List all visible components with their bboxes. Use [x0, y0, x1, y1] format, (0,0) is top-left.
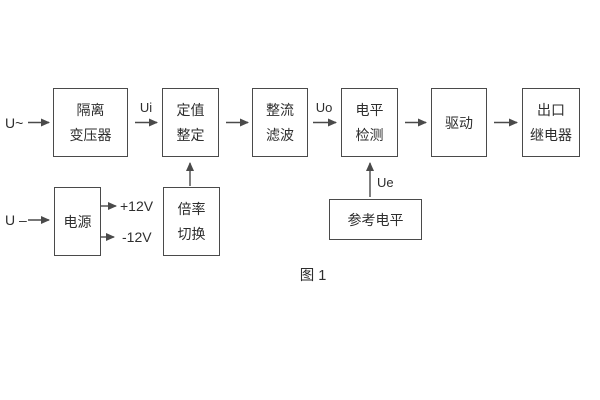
block-text: 整定 — [176, 127, 205, 143]
block-text: 检测 — [355, 127, 384, 143]
block-text: 驱动 — [445, 114, 473, 131]
block-text: 切换 — [177, 226, 206, 242]
figure-caption: 图 1 — [299, 268, 327, 284]
block-text: 出口 — [537, 102, 565, 118]
label-ue: Ue — [377, 175, 394, 190]
block-text: 继电器 — [530, 127, 572, 143]
block-text: 电平 — [355, 102, 384, 118]
label-ui: Ui — [139, 100, 153, 115]
block-reference-level: 参考电平 — [329, 199, 422, 240]
block-rectifier-filter: 整流 滤波 — [252, 88, 308, 157]
block-text: 隔离 — [76, 102, 105, 118]
block-text: 定值 — [176, 102, 205, 118]
label-input-ac: U~ — [5, 115, 24, 131]
label-plus12v: +12V — [120, 198, 154, 214]
block-level-detection: 电平 检测 — [341, 88, 398, 157]
label-minus12v: -12V — [122, 229, 152, 245]
block-output-relay: 出口 继电器 — [522, 88, 580, 157]
block-text: 整流 — [266, 102, 294, 118]
block-ratio-switch: 倍率 切换 — [163, 187, 220, 256]
block-drive: 驱动 — [431, 88, 487, 157]
block-text: 滤波 — [266, 127, 294, 143]
block-text: 倍率 — [177, 201, 206, 217]
block-text: 变压器 — [69, 127, 112, 143]
block-setting-adjust: 定值 整定 — [162, 88, 219, 157]
block-isolation-transformer: 隔离 变压器 — [53, 88, 128, 157]
label-input-dc: U – — [5, 212, 27, 228]
block-power-supply: 电源 — [54, 187, 101, 256]
block-text: 电源 — [63, 213, 92, 230]
label-uo: Uo — [315, 100, 333, 115]
block-text: 参考电平 — [347, 211, 404, 228]
